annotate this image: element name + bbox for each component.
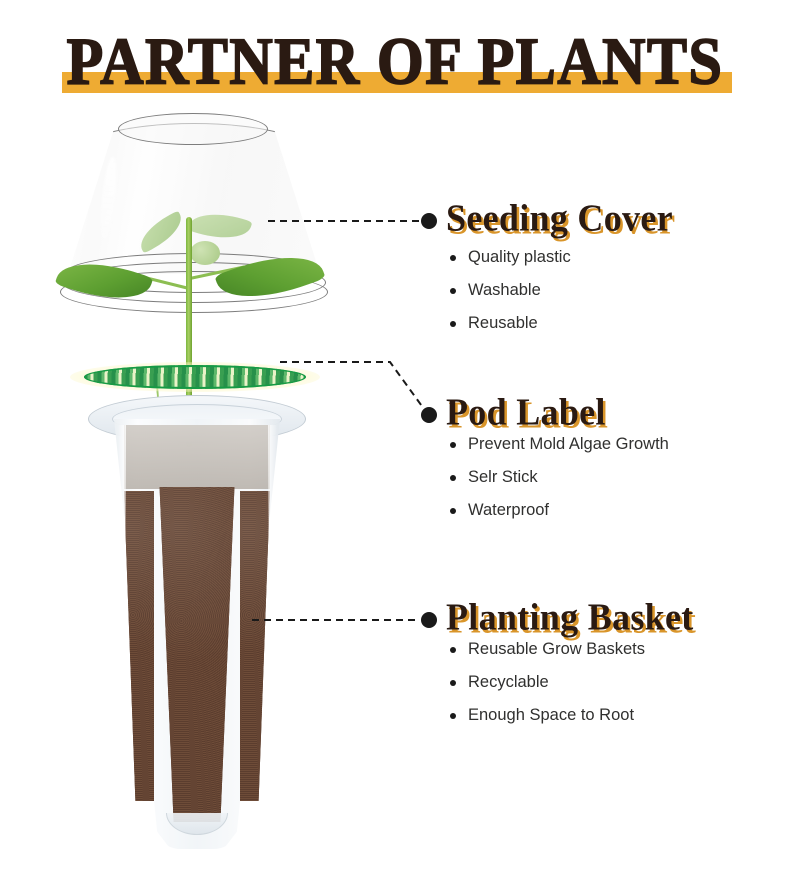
leaf-bud-icon <box>190 241 220 265</box>
bullet-list-seeding-cover: Quality plastic Washable Reusable <box>446 247 776 334</box>
product-illustration <box>40 105 380 865</box>
basket-highlight-right <box>268 425 277 825</box>
leaf-right-icon <box>214 240 326 314</box>
basket-soil-surface <box>124 425 270 489</box>
section-heading-planting-basket: Planting Basket <box>446 596 694 639</box>
basket-highlight-left <box>118 425 126 825</box>
planting-basket-graphic <box>62 395 342 855</box>
list-item: Waterproof <box>446 500 776 521</box>
section-planting-basket: Planting Basket Reusable Grow Baskets Re… <box>446 595 776 738</box>
connector-dot-seeding-cover <box>421 213 437 229</box>
seedling-graphic <box>40 205 380 465</box>
leaf-pale-right-icon <box>187 205 253 247</box>
basket-slot-right <box>240 491 270 801</box>
list-item: Enough Space to Root <box>446 705 776 726</box>
title-accent-bar <box>62 72 732 93</box>
leaf-left-icon <box>54 249 154 313</box>
section-heading-seeding-cover: Seeding Cover <box>446 197 673 240</box>
leaf-pale-left-icon <box>133 210 189 254</box>
connector-dot-planting-basket <box>421 612 437 628</box>
pod-label-edge <box>84 365 306 389</box>
page-title-block: PARTNER OF PLANTS <box>0 22 790 102</box>
basket-slot-left <box>124 491 154 801</box>
section-pod-label: Pod Label Prevent Mold Algae Growth Selr… <box>446 390 776 533</box>
list-item: Recyclable <box>446 672 776 693</box>
dome-top-rim <box>118 113 268 145</box>
page-title: PARTNER OF PLANTS <box>66 23 724 99</box>
pod-label-graphic <box>70 360 320 396</box>
dome-bottom-rim-3 <box>60 271 328 313</box>
section-seeding-cover: Seeding Cover Quality plastic Washable R… <box>446 196 776 346</box>
list-item: Reusable Grow Baskets <box>446 639 776 660</box>
list-item: Quality plastic <box>446 247 776 268</box>
basket-slot-center <box>159 487 235 822</box>
bullet-list-pod-label: Prevent Mold Algae Growth Selr Stick Wat… <box>446 434 776 521</box>
section-heading-pod-label: Pod Label <box>446 391 606 434</box>
list-item: Selr Stick <box>446 467 776 488</box>
plant-stem <box>186 217 192 447</box>
bullet-list-planting-basket: Reusable Grow Baskets Recyclable Enough … <box>446 639 776 726</box>
connector-dot-pod-label <box>421 407 437 423</box>
list-item: Reusable <box>446 313 776 334</box>
list-item: Prevent Mold Algae Growth <box>446 434 776 455</box>
list-item: Washable <box>446 280 776 301</box>
